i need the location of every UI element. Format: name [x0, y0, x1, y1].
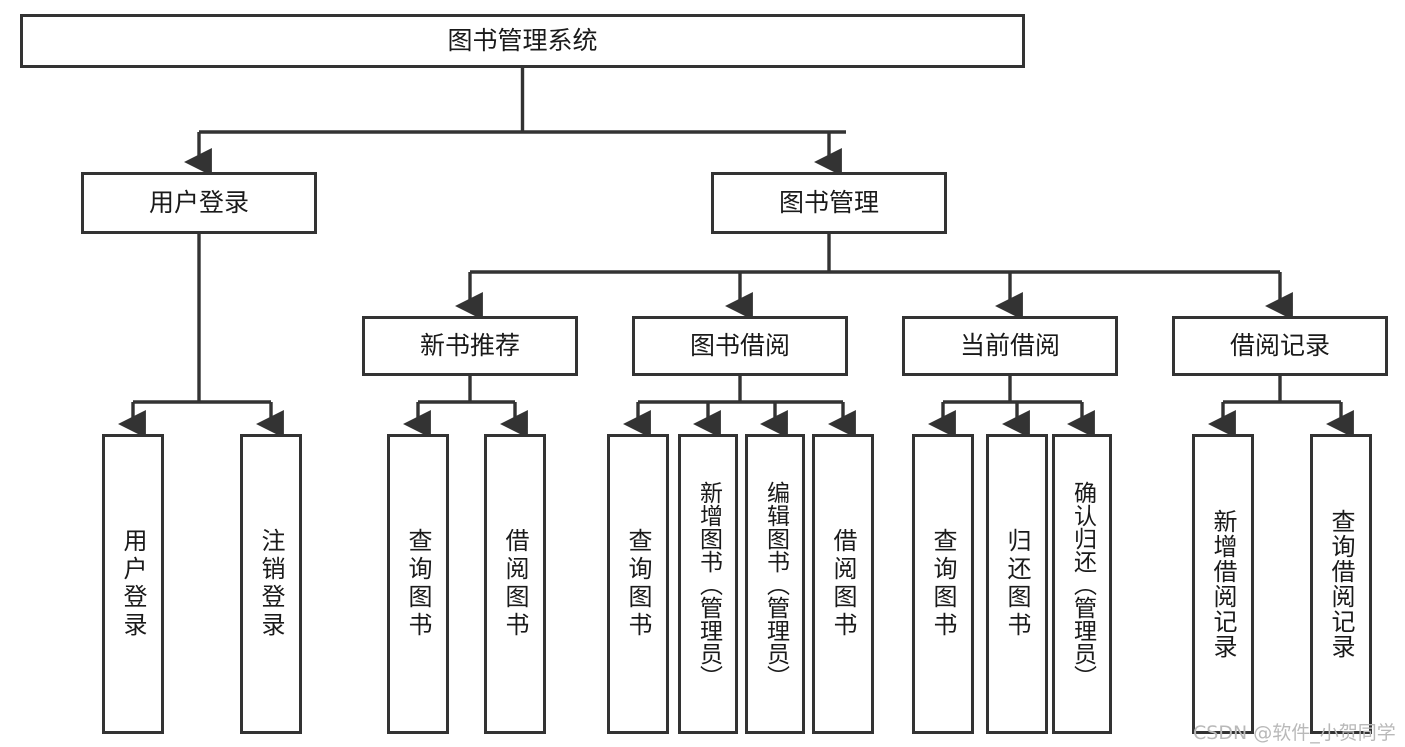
node-leaf-borrow-book-rec[interactable]: 借阅图书	[484, 434, 546, 734]
node-leaf-borrow-book-label: 借阅图书	[829, 528, 857, 640]
node-leaf-query-book-cur[interactable]: 查询图书	[912, 434, 974, 734]
node-leaf-query-book-cur-label: 查询图书	[929, 528, 957, 640]
node-user-login[interactable]: 用户登录	[81, 172, 317, 234]
node-leaf-add-record-label: 新增借阅记录	[1209, 509, 1237, 659]
node-leaf-add-book[interactable]: 新增图书（管理员）	[678, 434, 738, 734]
node-leaf-edit-book-label: 编辑图书（管理员）	[762, 480, 789, 688]
node-book-borrow-label: 图书借阅	[689, 331, 790, 361]
node-new-book-recommend-label: 新书推荐	[419, 331, 520, 361]
node-new-book-recommend[interactable]: 新书推荐	[362, 316, 578, 376]
node-leaf-user-login-label: 用户登录	[119, 528, 147, 640]
node-leaf-borrow-book[interactable]: 借阅图书	[812, 434, 874, 734]
node-leaf-logout[interactable]: 注销登录	[240, 434, 302, 734]
node-book-management-label: 图书管理	[778, 188, 879, 218]
node-leaf-query-book-borrow-label: 查询图书	[624, 528, 652, 640]
csdn-watermark: CSDN @软件_小贺同学	[1193, 722, 1396, 744]
node-leaf-user-login[interactable]: 用户登录	[102, 434, 164, 734]
node-leaf-return-book-label: 归还图书	[1003, 528, 1031, 640]
node-leaf-borrow-book-rec-label: 借阅图书	[501, 528, 529, 640]
node-leaf-query-record-label: 查询借阅记录	[1327, 509, 1355, 659]
node-leaf-confirm-return[interactable]: 确认归还（管理员）	[1052, 434, 1112, 734]
node-leaf-logout-label: 注销登录	[257, 528, 285, 640]
node-current-borrow[interactable]: 当前借阅	[902, 316, 1118, 376]
node-leaf-query-book-borrow[interactable]: 查询图书	[607, 434, 669, 734]
node-leaf-edit-book[interactable]: 编辑图书（管理员）	[745, 434, 805, 734]
node-leaf-add-record[interactable]: 新增借阅记录	[1192, 434, 1254, 734]
node-leaf-add-book-label: 新增图书（管理员）	[695, 480, 722, 688]
node-leaf-confirm-return-label: 确认归还（管理员）	[1069, 480, 1096, 688]
node-root[interactable]: 图书管理系统	[20, 14, 1025, 68]
node-borrow-record-label: 借阅记录	[1229, 331, 1330, 361]
node-leaf-return-book[interactable]: 归还图书	[986, 434, 1048, 734]
node-leaf-query-book-rec-label: 查询图书	[404, 528, 432, 640]
node-book-management[interactable]: 图书管理	[711, 172, 947, 234]
node-root-label: 图书管理系统	[447, 26, 598, 56]
node-user-login-label: 用户登录	[148, 188, 249, 218]
node-leaf-query-book-rec[interactable]: 查询图书	[387, 434, 449, 734]
node-borrow-record[interactable]: 借阅记录	[1172, 316, 1388, 376]
node-book-borrow[interactable]: 图书借阅	[632, 316, 848, 376]
node-leaf-query-record[interactable]: 查询借阅记录	[1310, 434, 1372, 734]
node-current-borrow-label: 当前借阅	[959, 331, 1060, 361]
